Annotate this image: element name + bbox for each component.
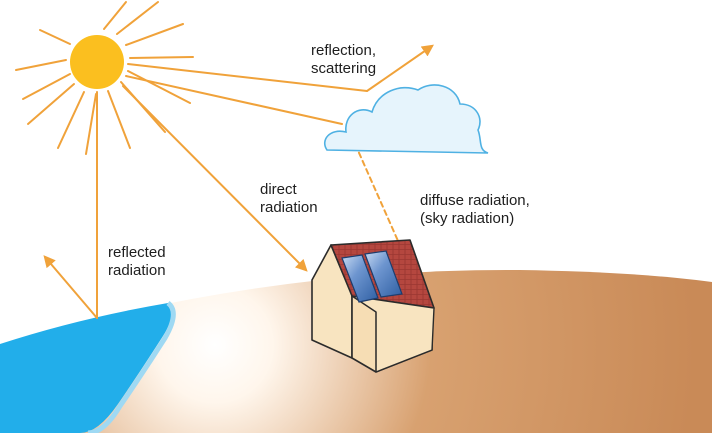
water-lake	[0, 303, 172, 433]
label-diffuse-radiation: diffuse radiation, (sky radiation)	[420, 192, 530, 227]
reflected-radiation-arrow	[43, 255, 98, 319]
solar-panel-right	[364, 250, 403, 298]
direct-radiation-arrow	[122, 85, 308, 272]
label-reflection-scattering: reflection, scattering	[311, 42, 377, 77]
label-direct-radiation: direct radiation	[260, 181, 318, 216]
house	[311, 239, 435, 373]
label-reflected-radiation: reflected radiation	[108, 244, 166, 279]
water-shore	[87, 301, 176, 436]
ray-to-cloud-upper	[127, 63, 368, 92]
ray-to-cloud-lower	[125, 75, 343, 125]
house-side-wall-front	[351, 295, 435, 373]
cloud	[323, 84, 489, 154]
reflection-arrow	[366, 44, 434, 92]
solar-panel-left	[341, 254, 379, 303]
sun	[70, 35, 124, 89]
